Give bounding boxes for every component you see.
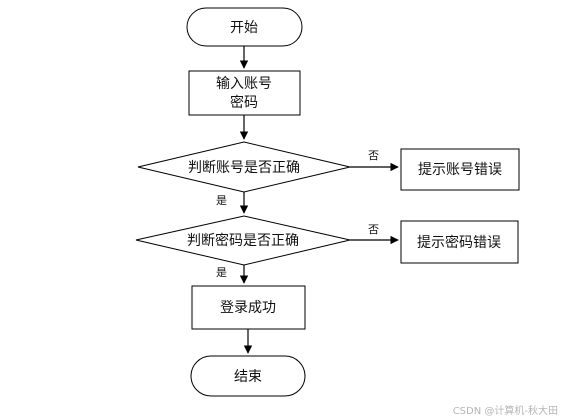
account-error-box <box>400 148 520 191</box>
login-success-label: 登录成功 <box>220 300 276 316</box>
check-account-label: 判断账号是否正确 <box>188 160 300 176</box>
password-no-label: 否 <box>368 223 379 236</box>
end-terminal <box>190 355 306 397</box>
account-yes-label: 是 <box>216 194 227 207</box>
login-success-box <box>191 285 306 330</box>
account-no-label: 否 <box>368 149 379 162</box>
password-error-box <box>400 220 519 264</box>
account-error-label: 提示账号错误 <box>418 162 502 178</box>
input-label-line2: 密码 <box>230 94 258 111</box>
check-password-label: 判断密码是否正确 <box>187 232 299 249</box>
input-credentials-box <box>188 70 301 116</box>
end-label: 结束 <box>234 369 262 385</box>
password-error-label: 提示密码错误 <box>417 234 501 251</box>
password-yes-label: 是 <box>216 266 227 279</box>
input-label-line1: 输入账号 <box>216 76 272 92</box>
watermark: CSDN @计算机-秋大田 <box>452 406 558 417</box>
start-label: 开始 <box>230 20 258 36</box>
